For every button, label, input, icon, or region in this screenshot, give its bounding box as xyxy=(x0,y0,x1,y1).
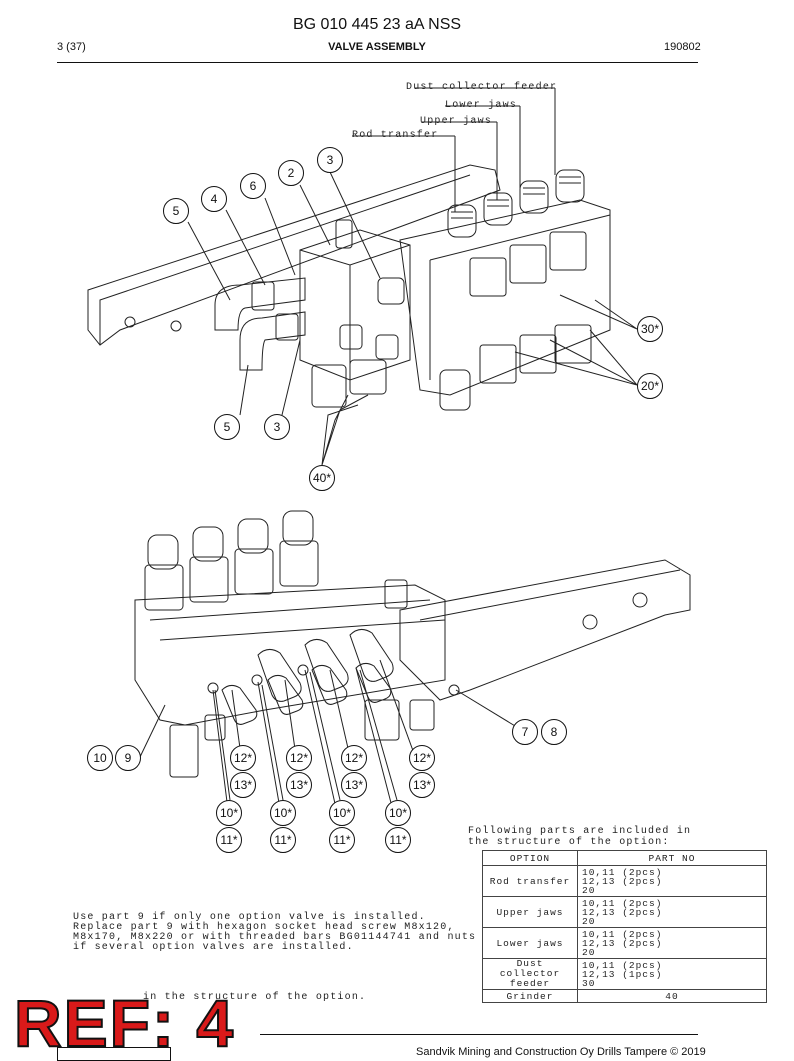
callout-top-30: 30* xyxy=(637,316,663,342)
label-dust-collector-feeder: Dust collector feeder xyxy=(406,82,558,93)
label-upper-jaws: Upper jaws xyxy=(420,116,493,127)
callout-bottom-9: 9 xyxy=(115,745,141,771)
bottom-knob-1 xyxy=(147,534,179,570)
callout-bottom-13-a: 13* xyxy=(230,772,256,798)
document-title: BG 010 445 23 aA NSS xyxy=(292,16,462,33)
callout-bottom-7: 7 xyxy=(512,719,538,745)
callout-bottom-13-c: 13* xyxy=(341,772,367,798)
top-valve-block xyxy=(299,229,411,381)
bottom-knob-2 xyxy=(192,526,224,562)
callout-bottom-11-a: 11* xyxy=(216,827,242,853)
company-logo xyxy=(57,1047,171,1061)
header-part-no: PART NO xyxy=(577,850,767,866)
callout-bottom-10: 10 xyxy=(87,745,113,771)
callout-bottom-13-b: 13* xyxy=(286,772,312,798)
callout-bottom-12-d: 12* xyxy=(409,745,435,771)
callout-bottom-11-b: 11* xyxy=(270,827,296,853)
label-lower-jaws: Lower jaws xyxy=(445,100,518,111)
table-row: Rod transfer 10,11 (2pcs)12,13 (2pcs)20 xyxy=(482,865,767,897)
top-elbow-upper xyxy=(214,277,306,331)
callout-bottom-8: 8 xyxy=(541,719,567,745)
callout-top-20: 20* xyxy=(637,373,663,399)
callout-bottom-12-b: 12* xyxy=(286,745,312,771)
knob-rod-transfer xyxy=(447,204,477,238)
knob-dust-collector xyxy=(555,169,585,203)
callout-bottom-10-c: 10* xyxy=(329,800,355,826)
callout-top-4: 4 xyxy=(201,186,227,212)
part-numbers: 10,11 (2pcs)12,13 (2pcs)20 xyxy=(577,896,767,928)
table-row: Grinder 40 xyxy=(482,989,767,1003)
callout-top-3: 3 xyxy=(317,147,343,173)
callout-bottom-10-b: 10* xyxy=(270,800,296,826)
callout-top-2: 2 xyxy=(278,160,304,186)
note-use-part-line1: Use part 9 if only one option valve is i… xyxy=(73,912,426,923)
option-name: Rod transfer xyxy=(482,865,578,897)
callout-top-3b: 3 xyxy=(264,414,290,440)
top-valve-stack xyxy=(399,199,611,396)
callout-bottom-12-a: 12* xyxy=(230,745,256,771)
callout-top-40: 40* xyxy=(309,465,335,491)
callout-top-5b: 5 xyxy=(214,414,240,440)
bottom-valve-body xyxy=(134,584,446,726)
callout-top-6: 6 xyxy=(240,173,266,199)
callout-bottom-10-d: 10* xyxy=(385,800,411,826)
header-rule xyxy=(57,62,698,63)
table-row: Lower jaws 10,11 (2pcs)12,13 (2pcs)20 xyxy=(482,927,767,959)
note-use-part-line3: M8x170, M8x220 or with threaded bars BG0… xyxy=(73,932,477,943)
ref-stamp: REF: 4 xyxy=(13,986,236,1060)
callout-bottom-11-c: 11* xyxy=(329,827,355,853)
footer-company: Sandvik Mining and Construction Oy Drill… xyxy=(416,1046,706,1058)
part-numbers: 10,11 (2pcs)12,13 (2pcs)20 xyxy=(577,927,767,959)
callout-bottom-12-c: 12* xyxy=(341,745,367,771)
callout-top-5a: 5 xyxy=(163,198,189,224)
note-included-line1: Following parts are included in xyxy=(468,826,692,837)
part-numbers: 40 xyxy=(577,989,767,1003)
knob-upper-jaws xyxy=(483,192,513,226)
part-numbers: 10,11 (2pcs)12,13 (1pcs)30 xyxy=(577,958,767,990)
callout-bottom-11-d: 11* xyxy=(385,827,411,853)
knob-lower-jaws xyxy=(519,180,549,214)
option-table: OPTION PART NO Rod transfer 10,11 (2pcs)… xyxy=(482,850,767,1003)
bottom-knob-3 xyxy=(237,518,269,554)
top-mounting-bracket xyxy=(87,164,501,346)
note-structure: in the structure of the option. xyxy=(143,992,367,1003)
option-name: Upper jaws xyxy=(482,896,578,928)
option-name: Lower jaws xyxy=(482,927,578,959)
bottom-mounting-bracket xyxy=(399,559,691,701)
part-numbers: 10,11 (2pcs)12,13 (2pcs)20 xyxy=(577,865,767,897)
footer-rule xyxy=(260,1034,698,1035)
header-option: OPTION xyxy=(482,850,578,866)
section-title: VALVE ASSEMBLY xyxy=(328,41,426,53)
bottom-knob-4 xyxy=(282,510,314,546)
note-use-part-line2: Replace part 9 with hexagon socket head … xyxy=(73,922,455,933)
page-number: 3 (37) xyxy=(57,41,86,53)
date-code: 190802 xyxy=(664,41,701,53)
callout-bottom-10-a: 10* xyxy=(216,800,242,826)
note-included-line2: the structure of the option: xyxy=(468,837,670,848)
table-row: Upper jaws 10,11 (2pcs)12,13 (2pcs)20 xyxy=(482,896,767,928)
top-elbow-lower xyxy=(239,311,306,371)
callout-bottom-13-d: 13* xyxy=(409,772,435,798)
label-rod-transfer: Rod transfer xyxy=(352,130,439,141)
option-name: Grinder xyxy=(482,989,578,1003)
note-use-part-line4: if several option valves are installed. xyxy=(73,942,354,953)
